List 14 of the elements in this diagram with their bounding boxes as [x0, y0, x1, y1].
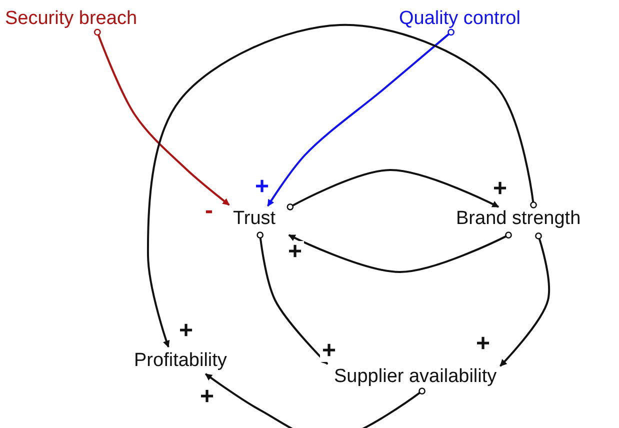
variable-label: Trust — [233, 208, 276, 230]
causal-link-arrow — [266, 28, 454, 207]
causal-link-arrow — [288, 232, 512, 273]
variable-label: Profitability — [134, 350, 227, 372]
causal-link-arrow — [286, 169, 500, 210]
variable-label: Supplier availability — [334, 366, 497, 388]
variable-label: Quality control — [399, 8, 520, 30]
variable-label: Brand strength — [456, 208, 581, 230]
variable-label: Security breach — [5, 8, 138, 30]
causal-link-arrow — [147, 24, 537, 348]
causal-link-arrow — [500, 232, 550, 367]
causal-link-arrow — [256, 232, 328, 365]
causal-link-arrow — [94, 28, 230, 206]
causal-link-arrow — [205, 373, 426, 428]
